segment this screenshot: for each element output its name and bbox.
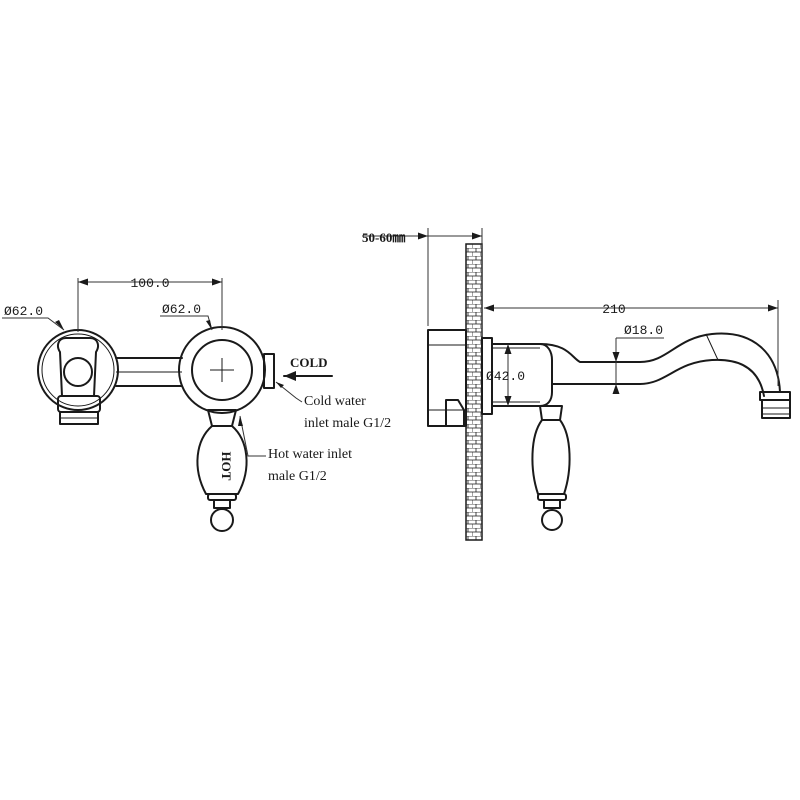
right-escutcheon bbox=[178, 326, 275, 414]
front-view: HOT 100.0 Ø62.0 Ø62.0 COLD bbox=[2, 276, 391, 532]
dim-left-diameter: Ø62.0 bbox=[2, 304, 65, 331]
hot-lever-handle: HOT bbox=[196, 409, 248, 532]
connecting-pipe bbox=[115, 357, 183, 387]
hot-water-note: Hot water inlet male G1/2 bbox=[238, 415, 352, 484]
cold-note-line2: inlet male G1/2 bbox=[304, 416, 391, 431]
left-escutcheon bbox=[37, 329, 119, 425]
cold-water-note: Cold water inlet male G1/2 bbox=[275, 381, 391, 431]
cold-note-line1: Cold water bbox=[304, 394, 366, 409]
dim-left-diameter-label: Ø62.0 bbox=[4, 304, 43, 319]
dim-right-diameter-label: Ø62.0 bbox=[162, 302, 201, 317]
dim-reach: 210 bbox=[484, 300, 779, 386]
dim-right-diameter: Ø62.0 bbox=[160, 302, 213, 331]
hot-note-line1: Hot water inlet bbox=[268, 447, 352, 462]
cold-indicator: COLD bbox=[283, 355, 333, 381]
dim-wall: 50-60㎜ bbox=[362, 228, 483, 336]
dim-wall-label: 50-60㎜ bbox=[362, 230, 405, 245]
dim-body-diameter-label: Ø42.0 bbox=[486, 369, 525, 384]
side-handle bbox=[531, 405, 571, 531]
wall-section bbox=[465, 243, 483, 541]
dim-spout-diameter-label: Ø18.0 bbox=[624, 323, 663, 338]
hot-note-line2: male G1/2 bbox=[268, 469, 327, 484]
dim-spacing: 100.0 bbox=[77, 276, 223, 332]
dim-spacing-label: 100.0 bbox=[130, 276, 169, 291]
concealed-body bbox=[427, 329, 467, 427]
side-view: 50-60㎜ 210 Ø18.0 Ø42.0 bbox=[362, 228, 791, 541]
dim-body-diameter: Ø42.0 bbox=[486, 344, 525, 406]
dim-reach-label: 210 bbox=[602, 302, 625, 317]
dim-spout-diameter: Ø18.0 bbox=[612, 323, 664, 394]
hot-label: HOT bbox=[219, 452, 234, 481]
cold-label: COLD bbox=[290, 355, 328, 370]
spout bbox=[539, 332, 791, 419]
